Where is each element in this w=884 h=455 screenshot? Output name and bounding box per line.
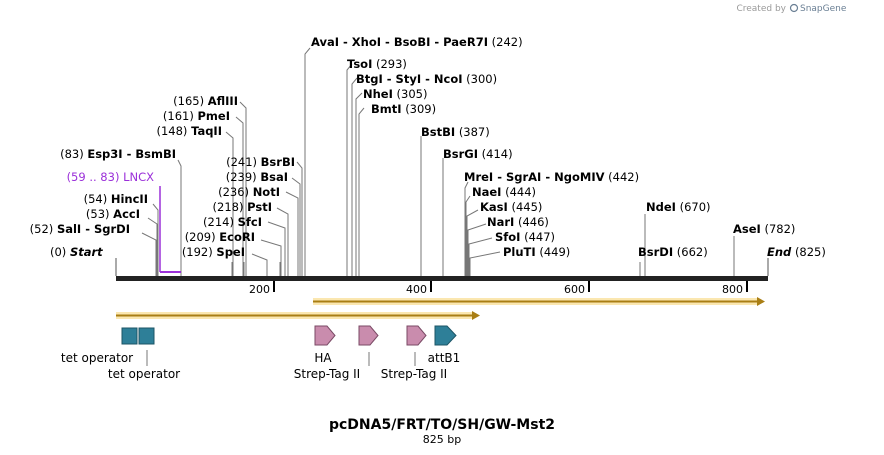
map-title: pcDNA5/FRT/TO/SH/GW-Mst2 [329, 417, 555, 433]
site-label: (236) NotI [218, 185, 280, 199]
site-label: SfoI (447) [495, 230, 555, 244]
site-label: (214) SfcI [203, 215, 262, 229]
feature-attb1: attB1 [428, 325, 461, 365]
feature-tet-operator: tet operator [108, 327, 180, 381]
site-label: (192) SpeI [182, 245, 245, 259]
site-labels: AvaI - XhoI - BsoBI - PaeR7I (242) TsoI … [30, 35, 796, 259]
site-label: TsoI (293) [347, 57, 407, 71]
feature-tet-operator: tet operator [61, 327, 138, 365]
primer-label: (59 .. 83) LNCX [67, 170, 155, 184]
feature-label: HA [314, 351, 332, 365]
orf-arrow [313, 297, 765, 306]
start-label: Start [70, 245, 103, 259]
site-label: KasI (445) [480, 200, 542, 214]
site-label: BtgI - StyI - NcoI (300) [356, 72, 497, 86]
site-label: (52) SalI - SgrDI [30, 222, 130, 236]
site-label: (53) AccI [86, 207, 140, 221]
site-label: (239) BsaI [226, 170, 288, 184]
end-marker: End (825) [767, 245, 826, 276]
site-label: MreI - SgrAI - NgoMIV (442) [464, 170, 639, 184]
site-label: (218) PstI [213, 200, 272, 214]
site-label: (241) BsrBI [226, 155, 295, 169]
site-label: BsrGI (414) [443, 147, 513, 161]
site-label: (54) HincII [84, 192, 148, 206]
svg-text:(0) Start: (0) Start [50, 245, 103, 259]
site-label: PluTI (449) [503, 245, 570, 259]
credit-text: Created by [736, 4, 786, 14]
site-label: NaeI (444) [472, 185, 536, 199]
end-position: (825) [795, 245, 826, 259]
site-label: NheI (305) [363, 87, 427, 101]
site-label: BstBI (387) [421, 125, 490, 139]
feature-label: attB1 [428, 351, 461, 365]
orf-arrow [116, 311, 480, 320]
map-length: 825 bp [423, 433, 461, 446]
start-position: (0) [50, 245, 66, 259]
sequence-backbone [116, 276, 768, 281]
site-label: AvaI - XhoI - BsoBI - PaeR7I (242) [311, 35, 523, 49]
feature-strep-tag: Strep-Tag II [381, 325, 447, 381]
ruler-tick-label: 800 [722, 283, 743, 296]
feature-ha: HA [314, 325, 336, 365]
snapgene-brand: SnapGene [800, 4, 847, 14]
feature-strep-tag: Strep-Tag II [294, 325, 379, 381]
ruler-tick-label: 400 [406, 283, 427, 296]
end-label: End [767, 245, 792, 259]
site-label: AseI (782) [733, 222, 795, 236]
feature-label: Strep-Tag II [381, 367, 447, 381]
site-label: (209) EcoRI [185, 230, 255, 244]
feature-label: tet operator [61, 351, 133, 365]
ruler: 200 400 600 800 [249, 281, 748, 296]
feature-label: tet operator [108, 367, 180, 381]
site-label: NdeI (670) [646, 200, 711, 214]
site-label: NarI (446) [487, 215, 549, 229]
snapgene-logo: SnapGene [789, 3, 847, 14]
site-label: (148) TaqII [156, 124, 222, 138]
feature-label: Strep-Tag II [294, 367, 360, 381]
start-marker: (0) Start [50, 245, 117, 276]
ruler-tick-label: 600 [564, 283, 585, 296]
site-lines [141, 47, 735, 276]
site-label: BsrDI (662) [638, 245, 708, 259]
svg-text:End (825): End (825) [767, 245, 826, 259]
site-label: (83) Esp3I - BsmBI [60, 147, 176, 161]
primer-lncx: (59 .. 83) LNCX [67, 170, 181, 273]
site-label: (161) PmeI [163, 109, 230, 123]
ruler-tick-label: 200 [249, 283, 270, 296]
site-label: BmtI (309) [371, 102, 436, 116]
site-label: (165) AflIII [173, 94, 238, 108]
